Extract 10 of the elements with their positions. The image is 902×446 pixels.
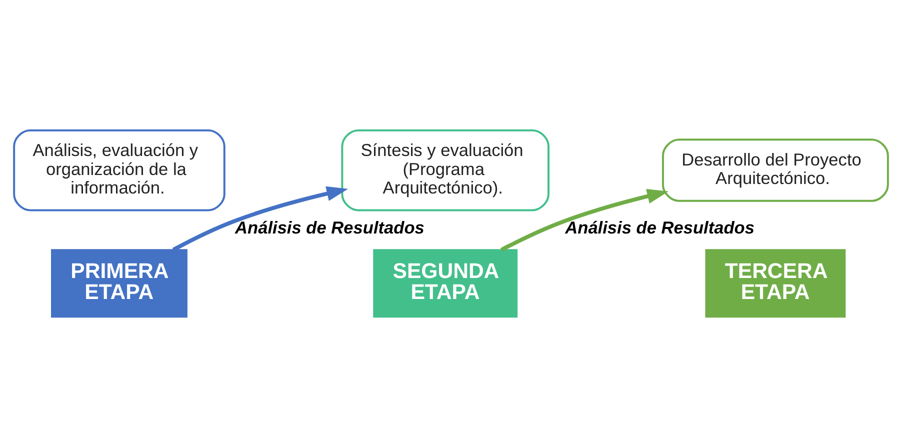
node-box: SEGUNDA ETAPA <box>373 248 518 318</box>
edge-label: Análisis de Resultados <box>235 216 424 237</box>
arrow <box>172 186 348 252</box>
node-box: PRIMERA ETAPA <box>51 248 188 318</box>
node-box: Síntesis y evaluación (Programa Arquitectónico). <box>341 128 550 211</box>
edge-label: Análisis de Resultados <box>565 216 755 237</box>
arrow <box>500 188 669 252</box>
node-box: Análisis, evaluación y organización de la información. <box>13 128 226 211</box>
node-box: Desarrollo del Proyecto Arquitectónico. <box>662 138 889 202</box>
node-box: TERCERA ETAPA <box>705 248 846 318</box>
